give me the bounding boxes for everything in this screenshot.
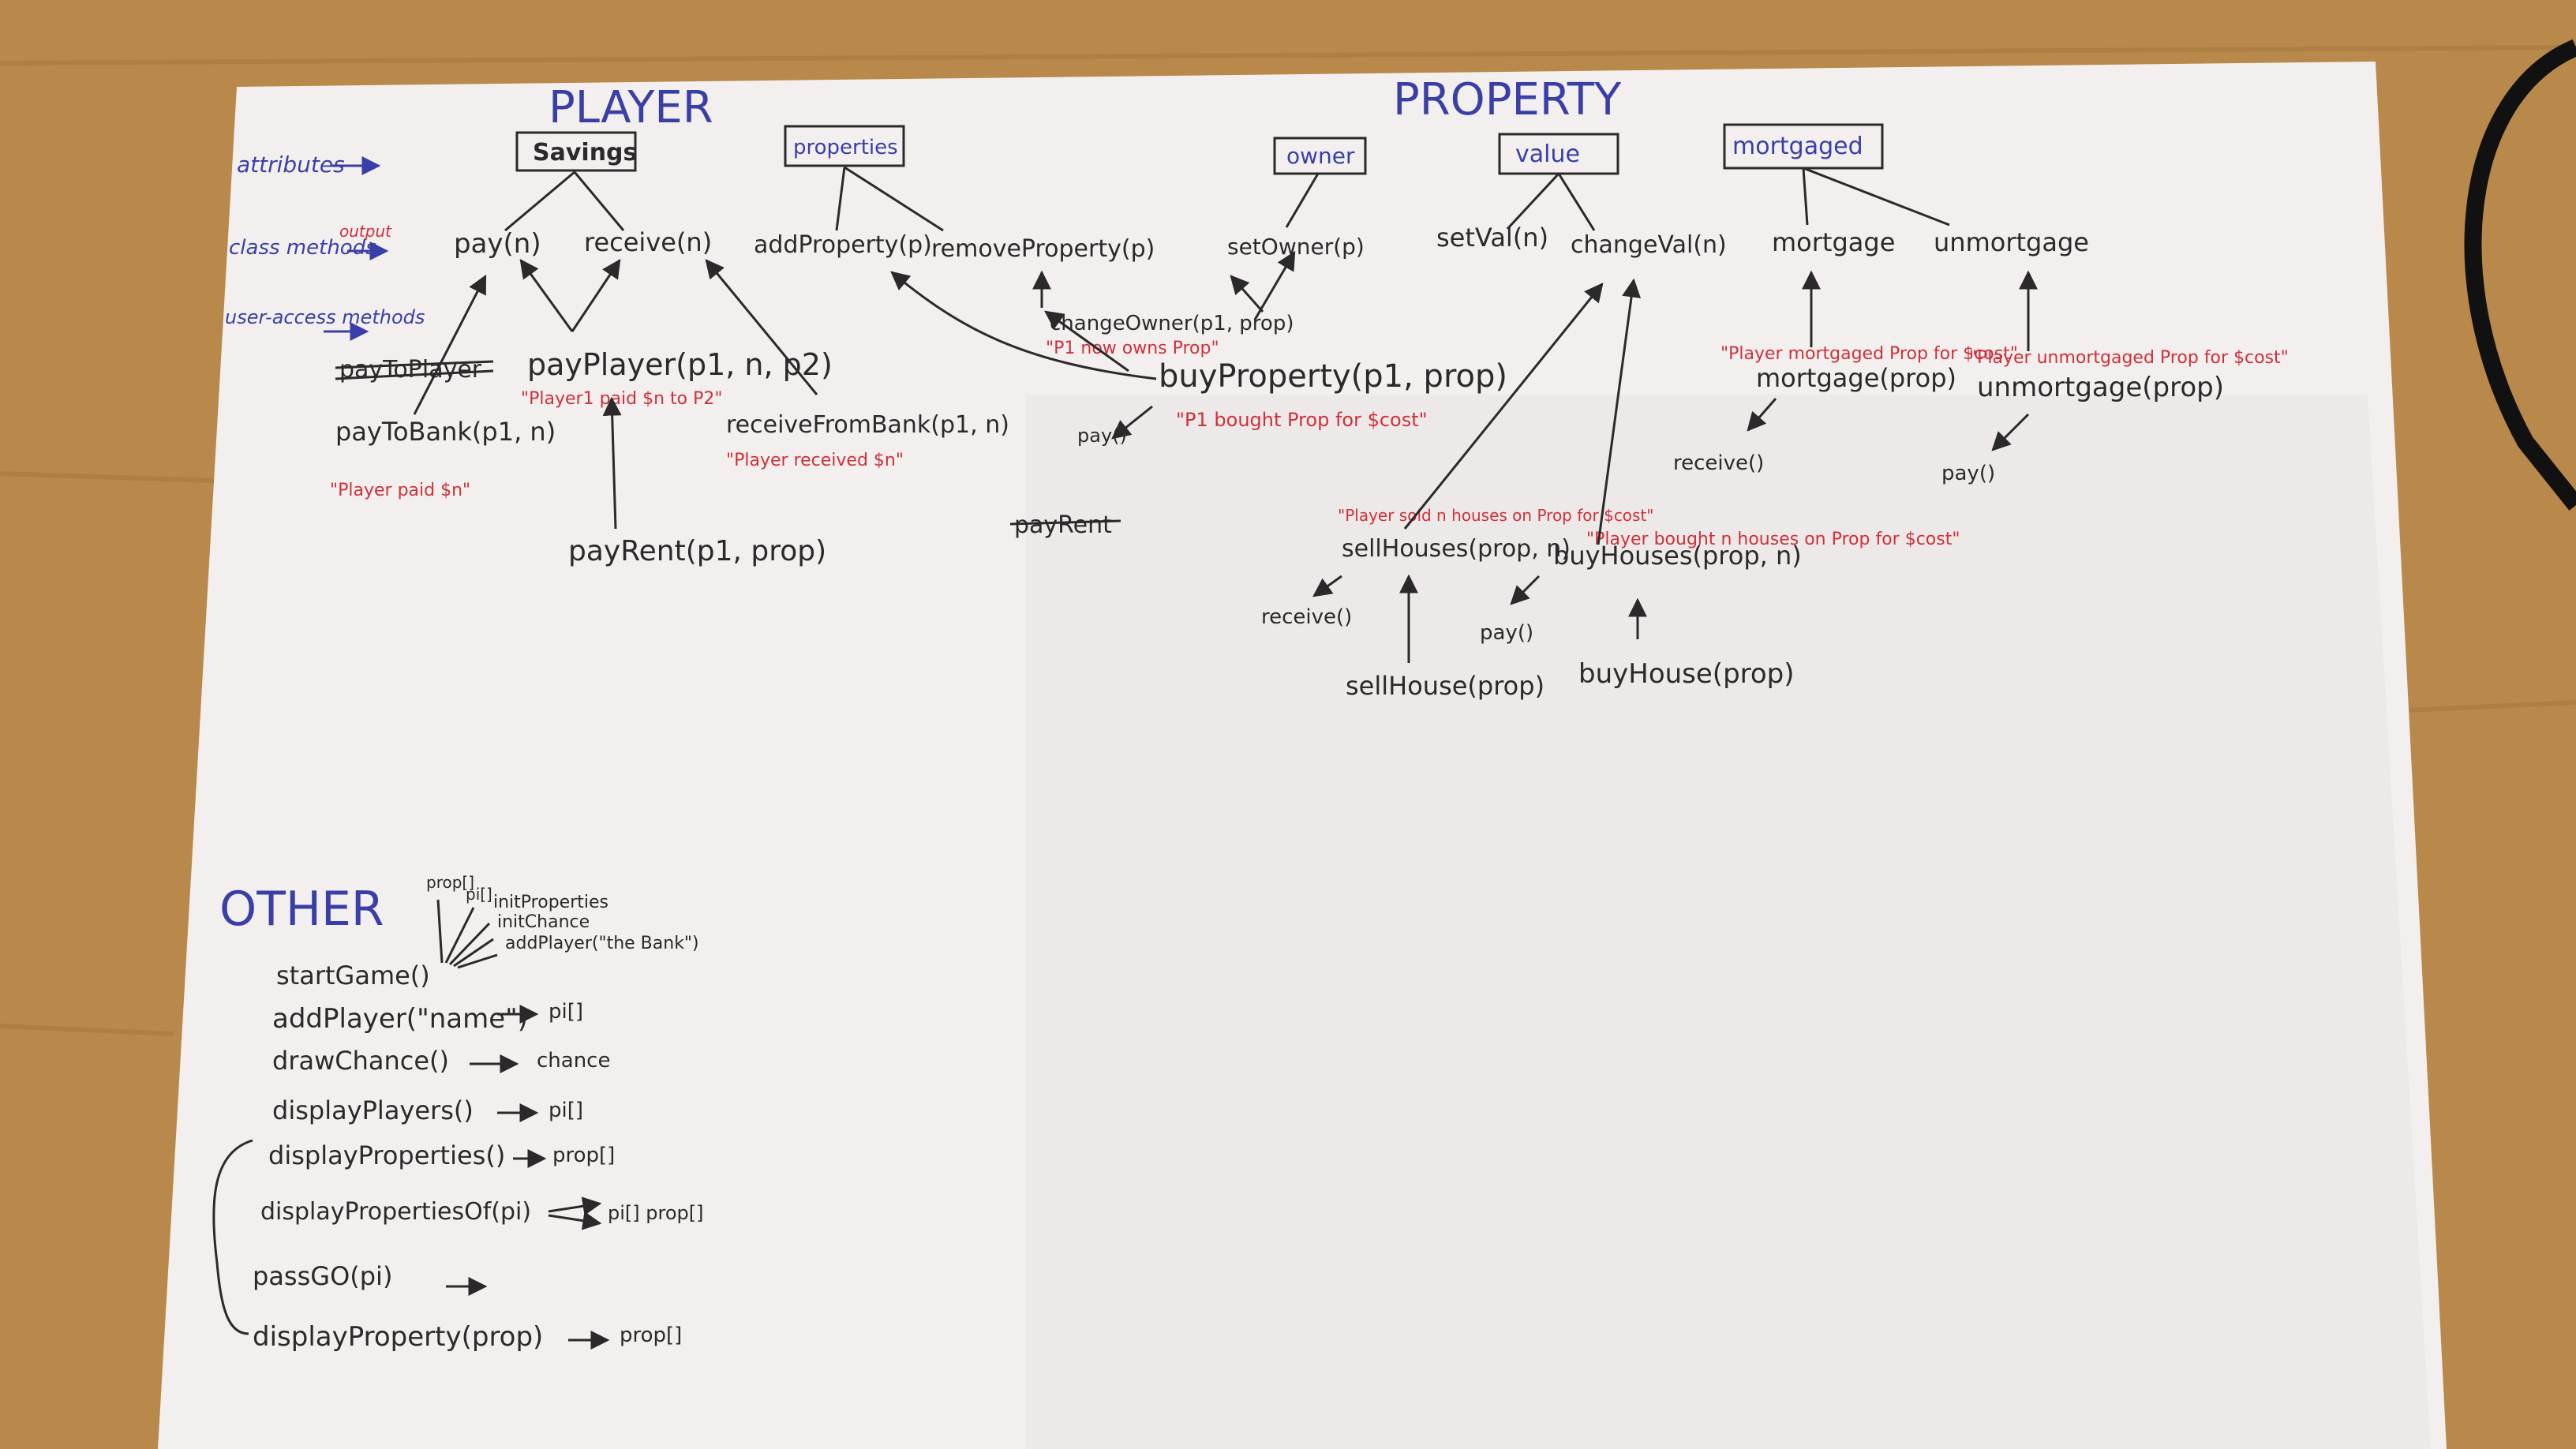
init-properties: initProperties [493,893,608,912]
other-method-2: drawChance() [272,1046,449,1076]
attr-value: value [1515,140,1580,168]
init-add-bank: addPlayer("the Bank") [505,934,699,953]
mortgage-receive: receive() [1673,451,1764,475]
output-label: output [339,222,392,241]
pay-to-bank: payToBank(p1, n) [335,417,556,447]
unmortgage-pay: pay() [1941,462,1995,485]
other-title: OTHER [219,882,384,937]
struck-method-1: payToPlayer [339,356,482,384]
attributes-label: attributes [237,152,345,178]
user-access-label: user-access methods [225,306,425,328]
sell-house: sellHouse(prop) [1346,671,1544,701]
other-methods: startGame() addPlayer("name") pi[] drawC… [212,960,703,1353]
other-method-6: passGO(pi) [253,1261,392,1291]
other-section: prop[] pi[] initProperties initChance ad… [212,873,703,1353]
method-change-val: changeVal(n) [1571,231,1727,259]
sell-receive: receive() [1261,605,1352,629]
cable [2464,39,2576,511]
method-mortgage: mortgage [1772,227,1895,257]
init-prop: prop[] [426,873,474,892]
buy-houses-note: "Player bought n houses on Prop for $cos… [1586,530,1960,549]
mortgage-user: mortgage(prop) [1756,363,1956,393]
attr-properties: properties [793,136,898,159]
buy-houses: buyHouses(prop, n) [1553,541,1802,571]
receive-from-bank: receiveFromBank(p1, n) [726,411,1009,439]
player-class-methods: pay(n) receive(n) addProperty(p) removeP… [454,166,1155,263]
other-method-1: addPlayer("name") [272,1003,528,1035]
method-add-property: addProperty(p) [754,231,932,259]
other-method-3: displayPlayers() [272,1095,474,1125]
other-method-4: displayProperties() [268,1140,505,1170]
pay-to-bank-note: "Player paid $n" [330,481,470,500]
mortgage-note: "Player mortgaged Prop for $cost" [1720,344,2018,364]
method-set-owner: setOwner(p) [1227,234,1365,260]
paper-shade [1026,395,2431,1449]
buy-house: buyHouse(prop) [1578,658,1795,690]
other-out-2: chance [537,1049,610,1073]
player-title: PLAYER [549,82,713,133]
method-pay: pay(n) [454,228,541,260]
attr-owner: owner [1286,143,1355,169]
sell-houses-note: "Player sold n houses on Prop for $cost" [1338,506,1654,525]
method-remove-property: removeProperty(p) [931,235,1155,263]
method-receive: receive(n) [584,227,712,257]
attr-savings: Savings [533,139,637,167]
property-user-methods: changeOwner(p1, prop) "P1 now owns Prop"… [890,250,2289,701]
player-attributes: Savings properties [515,125,905,172]
change-owner: changeOwner(p1, prop) [1050,312,1294,335]
player-user-methods: payToPlayer payPlayer(p1, n, p2) "Player… [330,259,1121,567]
struck-method-2: payRent [1014,511,1112,539]
attr-mortgaged: mortgaged [1732,133,1863,160]
change-owner-note: "P1 now owns Prop" [1046,339,1219,358]
init-chance: initChance [497,912,590,932]
init-pi: pi[] [466,885,492,904]
side-labels: attributes class methods output user-acc… [225,152,425,341]
unmortgage-note: "Player unmortgaged Prop for $cost" [1969,348,2289,368]
property-title: PROPERTY [1393,74,1622,125]
other-out-7: prop[] [620,1324,682,1347]
other-out-3: pi[] [549,1099,583,1122]
buy-property-note: "P1 bought Prop for $cost" [1176,409,1428,431]
class-methods-label: class methods [229,236,376,260]
sell-houses: sellHouses(prop, n) [1342,535,1571,563]
pay-player: payPlayer(p1, n, p2) [527,347,833,382]
property-class-methods: setOwner(p) setVal(n) changeVal(n) mortg… [1227,167,2089,260]
pay-rent: payRent(p1, prop) [568,535,826,567]
property-attributes: owner value mortgaged [1273,123,1884,175]
other-out-1: pi[] [549,1000,583,1024]
pay-player-note: "Player1 paid $n to P2" [521,389,722,409]
unmortgage-user: unmortgage(prop) [1977,372,2224,403]
wood-grain [0,45,2576,1036]
other-method-7: displayProperty(prop) [253,1321,543,1353]
buy-houses-pay: pay() [1480,621,1533,645]
method-unmortgage: unmortgage [1934,227,2089,257]
receive-from-bank-note: "Player received $n" [726,451,904,470]
method-set-val: setVal(n) [1436,223,1548,253]
buy-pay: pay() [1077,425,1127,447]
other-method-5: displayPropertiesOf(pi) [260,1198,531,1226]
init-outputs: prop[] pi[] initProperties initChance ad… [426,873,699,969]
other-out-5: pi[] prop[] [608,1202,703,1224]
buy-property: buyProperty(p1, prop) [1159,358,1507,395]
other-out-4: prop[] [552,1144,615,1167]
other-method-0: startGame() [276,960,430,990]
